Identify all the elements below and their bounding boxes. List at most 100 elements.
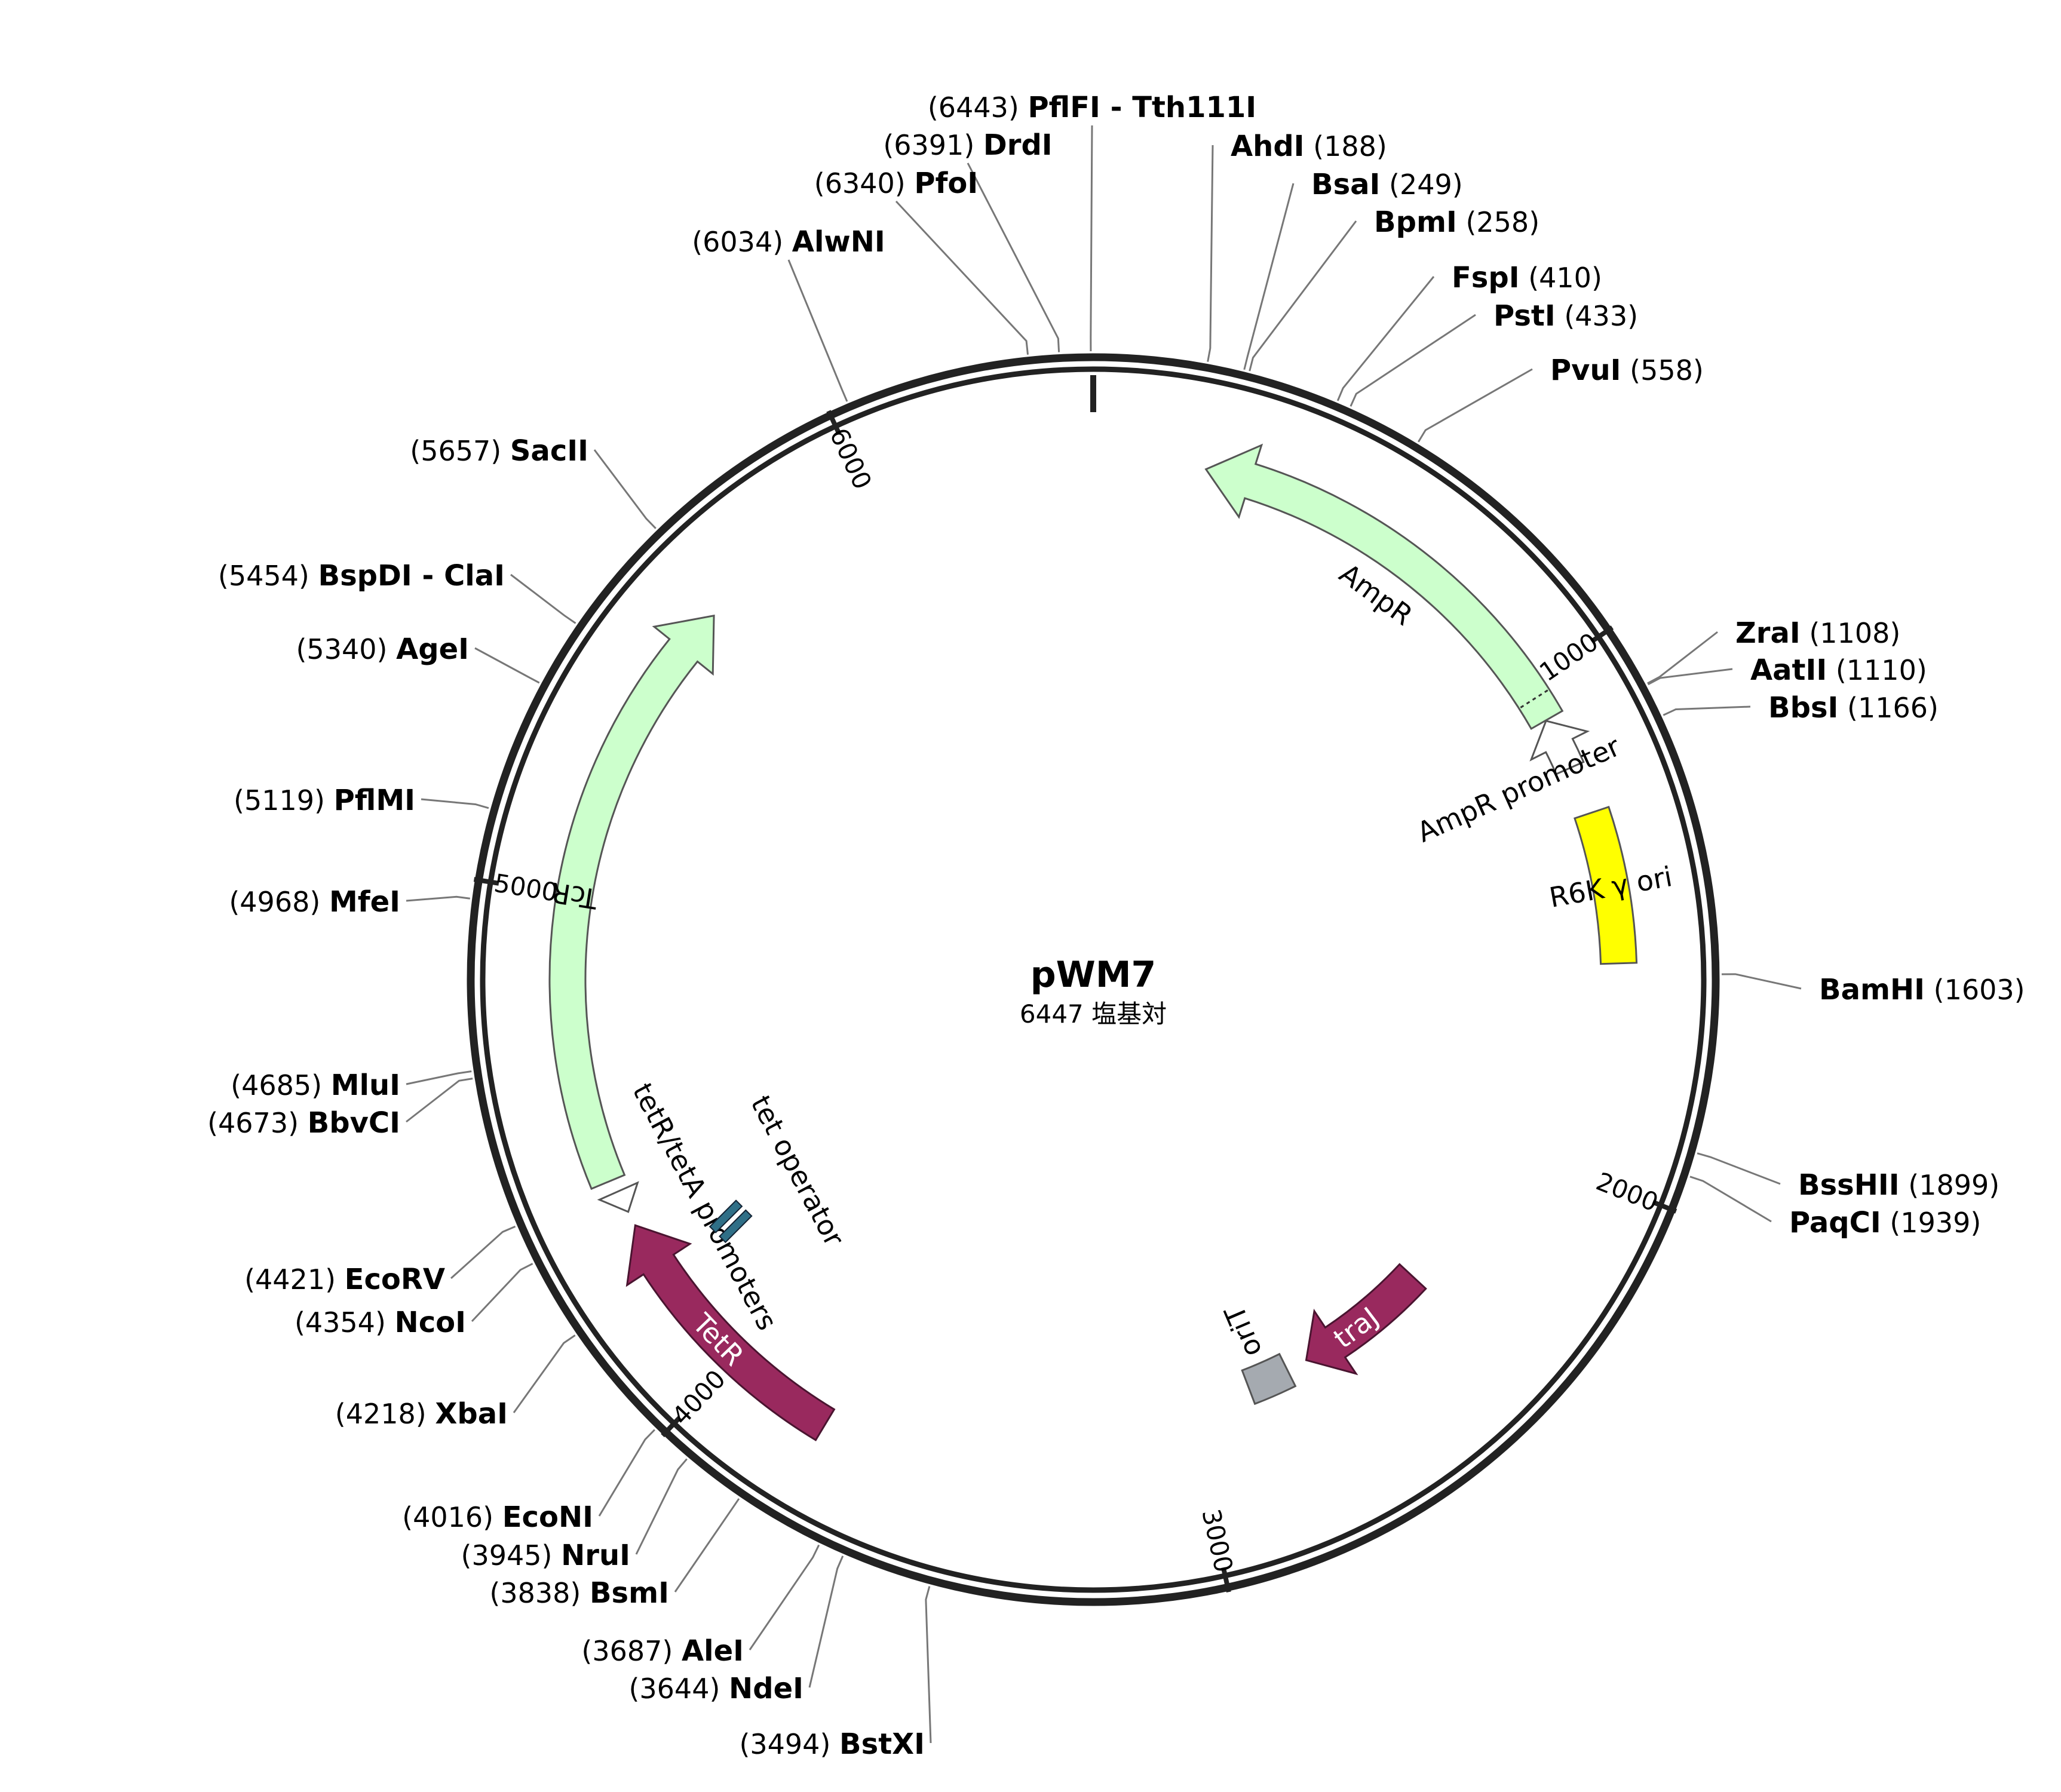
site-pflfi-tth111i[interactable]: (6443) PflFI - Tth111I <box>928 91 1256 124</box>
site-label-pflfi-tth111i: (6443) PflFI - Tth111I <box>928 91 1256 124</box>
feature-tcr-arrow[interactable] <box>548 614 715 1190</box>
site-leader-ndei <box>808 1555 844 1688</box>
site-label-bpmi: BpmI (258) <box>1374 205 1539 239</box>
feature-orit-box[interactable] <box>1241 1352 1297 1406</box>
site-ahdi[interactable]: AhdI (188) <box>1231 130 1387 163</box>
site-nrui[interactable]: (3945) NruI <box>461 1539 630 1572</box>
site-label-bbvci: (4673) BbvCI <box>207 1106 400 1140</box>
site-pflmi[interactable]: (5119) PflMI <box>234 784 415 817</box>
site-position: (4685) <box>231 1069 331 1101</box>
site-fspi[interactable]: FspI (410) <box>1452 261 1602 294</box>
site-ecorv[interactable]: (4421) EcoRV <box>244 1263 445 1296</box>
site-label-nrui: (3945) NruI <box>461 1539 630 1572</box>
site-leader-zrai <box>1647 631 1718 685</box>
site-bstxi[interactable]: (3494) BstXI <box>739 1727 925 1761</box>
site-leader-bbsi <box>1663 705 1751 716</box>
site-position: (6340) <box>814 167 915 200</box>
site-sacii[interactable]: (5657) SacII <box>410 434 588 468</box>
site-leader-mfei <box>406 895 470 902</box>
site-name: BpmI <box>1374 205 1457 239</box>
site-bsai[interactable]: BsaI (249) <box>1311 168 1463 201</box>
site-mfei[interactable]: (4968) MfeI <box>229 885 400 919</box>
feature-tet-operator-label: tet operator <box>744 1090 851 1251</box>
site-label-fspi: FspI (410) <box>1452 261 1602 294</box>
site-xbai[interactable]: (4218) XbaI <box>335 1397 508 1431</box>
site-leader-nrui <box>635 1458 688 1555</box>
feature-tetr-teta-promoters-arrow[interactable] <box>597 1181 639 1213</box>
site-name: BstXI <box>839 1727 925 1761</box>
site-econi[interactable]: (4016) EcoNI <box>402 1501 593 1534</box>
site-position: (5657) <box>410 435 510 467</box>
site-leaders <box>406 125 1802 1744</box>
site-leader-fspi <box>1336 276 1435 401</box>
site-name: SacII <box>510 434 588 468</box>
site-position: (1899) <box>1900 1169 2000 1201</box>
tick-mark-2000 <box>1652 1199 1677 1214</box>
site-name: EcoRV <box>345 1263 445 1296</box>
feature-tet-operator-bar-2[interactable] <box>719 1209 753 1244</box>
site-leader-bsmi <box>674 1498 740 1592</box>
site-leader-mlui <box>406 1070 472 1085</box>
site-label-psti: PstI (433) <box>1493 299 1638 333</box>
site-leader-aatii <box>1648 668 1733 686</box>
site-label-bbsi: BbsI (1166) <box>1768 691 1939 725</box>
site-mlui[interactable]: (4685) MluI <box>231 1069 400 1102</box>
site-position: (410) <box>1520 262 1602 294</box>
site-agei[interactable]: (5340) AgeI <box>296 633 469 666</box>
site-label-xbai: (4218) XbaI <box>335 1397 508 1431</box>
site-position: (6391) <box>883 129 983 161</box>
site-position: (558) <box>1621 354 1704 386</box>
site-name: MfeI <box>329 885 400 919</box>
site-label-ncoi: (4354) NcoI <box>295 1306 466 1339</box>
site-leader-pflfi-tth111i <box>1090 125 1093 352</box>
backbone-outer-ring <box>467 353 1720 1606</box>
feature-tetr-arrow[interactable] <box>625 1224 836 1441</box>
site-position: (1166) <box>1838 692 1939 724</box>
site-pvui[interactable]: PvuI (558) <box>1550 354 1704 387</box>
site-position: (1110) <box>1827 654 1927 686</box>
site-drdi[interactable]: (6391) DrdI <box>883 128 1052 162</box>
site-leader-bsai <box>1243 183 1295 370</box>
site-leader-xbai <box>513 1334 576 1413</box>
site-psti[interactable]: PstI (433) <box>1493 299 1638 333</box>
site-alei[interactable]: (3687) AleI <box>581 1634 744 1668</box>
site-name: MluI <box>331 1069 400 1102</box>
site-position: (3687) <box>581 1635 682 1667</box>
site-name: NruI <box>561 1539 630 1572</box>
site-name: ZraI <box>1735 616 1801 650</box>
site-label-bsai: BsaI (249) <box>1311 168 1463 201</box>
site-bsmi[interactable]: (3838) BsmI <box>489 1576 669 1610</box>
site-name: AatII <box>1750 653 1827 687</box>
site-bspdi-clai[interactable]: (5454) BspDI - ClaI <box>218 559 505 593</box>
site-bpmi[interactable]: BpmI (258) <box>1374 205 1539 239</box>
site-bamhi[interactable]: BamHI (1603) <box>1819 973 2025 1007</box>
site-leader-bstxi <box>925 1586 932 1744</box>
site-name: PflMI <box>334 784 415 817</box>
site-label-pfoi: (6340) PfoI <box>814 167 979 200</box>
tick-mark-6000 <box>826 410 842 435</box>
site-zrai[interactable]: ZraI (1108) <box>1735 616 1900 650</box>
site-ncoi[interactable]: (4354) NcoI <box>295 1306 466 1339</box>
site-bsshii[interactable]: BssHII (1899) <box>1798 1168 1999 1202</box>
tick-mark-5000 <box>473 877 499 886</box>
feature-ampr-arrow[interactable] <box>1204 443 1564 731</box>
site-leader-psti <box>1350 314 1476 407</box>
site-ndei[interactable]: (3644) NdeI <box>628 1672 803 1705</box>
site-label-alwni: (6034) AlwNI <box>692 225 885 259</box>
site-paqci[interactable]: PaqCI (1939) <box>1789 1206 1981 1239</box>
site-leader-ecorv <box>450 1225 516 1279</box>
site-aatii[interactable]: AatII (1110) <box>1750 653 1927 687</box>
site-bbvci[interactable]: (4673) BbvCI <box>207 1106 400 1140</box>
feature-ampr-promoter-arrow[interactable] <box>1529 720 1590 775</box>
site-position: (258) <box>1457 206 1539 238</box>
feature-r6k-ori-box[interactable] <box>1574 805 1638 965</box>
backbone-inner-ring <box>480 366 1707 1593</box>
site-position: (1108) <box>1801 617 1901 649</box>
site-label-aatii: AatII (1110) <box>1750 653 1927 687</box>
site-pfoi[interactable]: (6340) PfoI <box>814 167 979 200</box>
feature-traj-arrow[interactable] <box>1305 1263 1427 1376</box>
site-alwni[interactable]: (6034) AlwNI <box>692 225 885 259</box>
site-bbsi[interactable]: BbsI (1166) <box>1768 691 1939 725</box>
feature-tet-operator-bar-1[interactable] <box>709 1199 743 1233</box>
site-position: (5119) <box>234 784 334 817</box>
